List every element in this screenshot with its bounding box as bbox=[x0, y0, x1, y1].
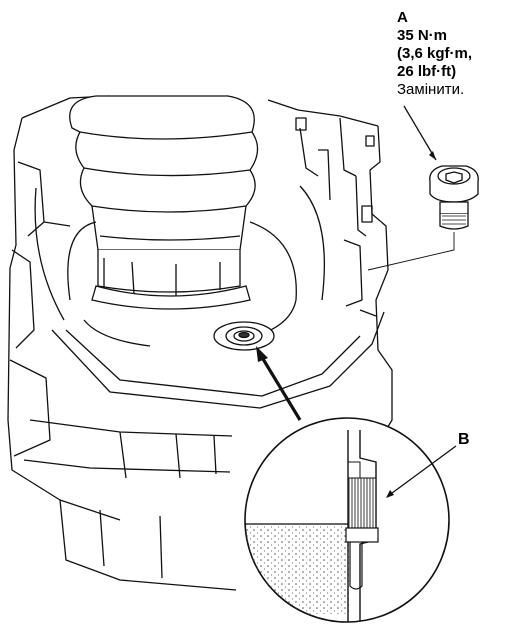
leader-line-b bbox=[387, 445, 457, 497]
label-a-torque-lbf: 26 lbf·ft) bbox=[397, 63, 456, 80]
cv-boot bbox=[69, 95, 259, 310]
oil-area bbox=[245, 524, 350, 614]
washer bbox=[345, 527, 379, 543]
label-a-letter: A bbox=[397, 9, 408, 26]
label-a: A 35 N·m (3,6 kgf·m, 26 lbf·ft) Замінити… bbox=[397, 9, 472, 98]
label-a-note: Замінити. bbox=[397, 81, 464, 98]
label-a-torque-nm: 35 N·m bbox=[397, 27, 447, 44]
bolt-guide-line bbox=[367, 232, 455, 271]
label-b-letter: B bbox=[458, 431, 470, 448]
flange-ring bbox=[34, 185, 326, 347]
detail-circle bbox=[244, 417, 450, 623]
plug-threads bbox=[347, 477, 377, 529]
transmission-housing bbox=[7, 95, 393, 591]
leader-line-a bbox=[403, 105, 437, 161]
drain-hole bbox=[213, 321, 275, 351]
leader-arrow-b bbox=[386, 490, 394, 498]
label-a-torque-kgf: (3,6 kgf·m, bbox=[397, 45, 472, 62]
leader-arrow-a bbox=[429, 151, 436, 160]
detail-arrow bbox=[256, 346, 302, 421]
drain-plug-bolt bbox=[429, 165, 479, 230]
